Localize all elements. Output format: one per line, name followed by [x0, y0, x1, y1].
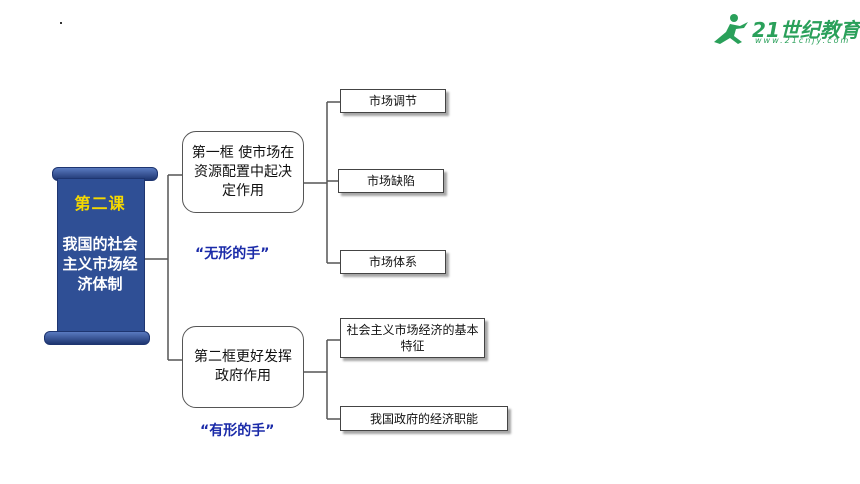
scroll-bottom-roll: [44, 331, 150, 345]
lesson-subtitle: 我国的社会主义市场经济体制: [62, 235, 138, 293]
stray-dot: [60, 22, 62, 24]
frame-1-nickname: “无形的手”: [195, 246, 270, 262]
logo-text: 21世纪教育: [752, 18, 860, 42]
leaf-market-regulation: 市场调节: [340, 89, 446, 113]
leaf-basic-features: 社会主义市场经济的基本特征: [340, 318, 485, 358]
frame-2-label: 第二框更好发挥政府作用: [194, 349, 292, 384]
frame-2-box: 第二框更好发挥政府作用: [182, 326, 304, 408]
frame-1-label: 第一框 使市场在资源配置中起决定作用: [191, 144, 295, 199]
logo-url: www.21cnjy.com: [755, 36, 851, 45]
leaf-market-system: 市场体系: [340, 250, 446, 274]
frame-1-box: 第一框 使市场在资源配置中起决定作用: [182, 131, 304, 213]
logo-runner-icon: [714, 14, 748, 44]
frame-2-nickname: “有形的手”: [200, 423, 275, 439]
lesson-scroll: [57, 178, 145, 344]
leaf-government-functions: 我国政府的经济职能: [340, 406, 508, 431]
lesson-title: 第二课: [74, 194, 126, 213]
leaf-market-defects: 市场缺陷: [338, 169, 444, 193]
